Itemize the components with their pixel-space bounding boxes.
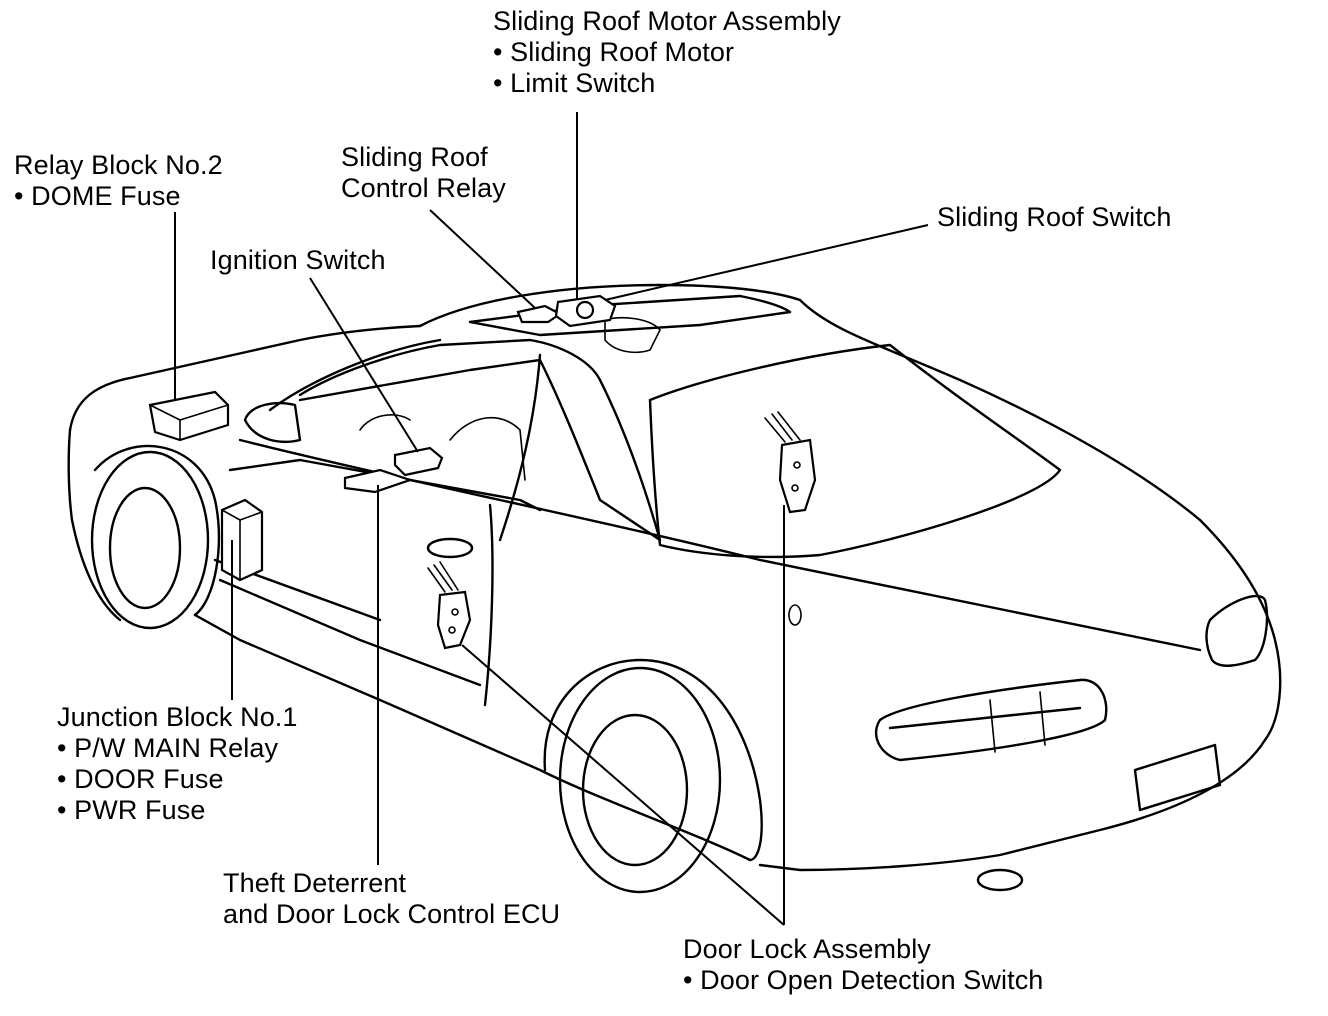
dome-fuse-item: • DOME Fuse bbox=[14, 181, 181, 211]
door-open-detection-switch-item: • Door Open Detection Switch bbox=[683, 965, 1044, 995]
pw-main-relay-item: • P/W MAIN Relay bbox=[57, 733, 279, 763]
sliding-roof-control-relay-label: Sliding Roof Control Relay bbox=[341, 142, 506, 204]
sliding-roof-switch-label: Sliding Roof Switch bbox=[937, 202, 1172, 233]
door-lock-assembly-front-part bbox=[427, 561, 472, 650]
door-lock-assembly-label: Door Lock Assembly • Door Open Detection… bbox=[683, 934, 1043, 996]
control-relay-line-2: Control Relay bbox=[341, 173, 506, 203]
relay-block-no2-label: Relay Block No.2 • DOME Fuse bbox=[14, 150, 223, 212]
junction-block-no1-part bbox=[220, 498, 264, 582]
ignition-switch-title: Ignition Switch bbox=[210, 245, 386, 275]
theft-deterrent-ecu-label: Theft Deterrent and Door Lock Control EC… bbox=[223, 868, 560, 930]
control-relay-line-1: Sliding Roof bbox=[341, 142, 488, 172]
pwr-fuse-item: • PWR Fuse bbox=[57, 795, 206, 825]
sliding-roof-control-relay-part bbox=[516, 304, 563, 324]
theft-deterrent-ecu-part bbox=[343, 468, 414, 494]
leader-lines bbox=[174, 112, 929, 926]
door-fuse-item: • DOOR Fuse bbox=[57, 764, 224, 794]
junction-block-no1-title: Junction Block No.1 bbox=[57, 702, 298, 732]
door-lock-assembly-title: Door Lock Assembly bbox=[683, 934, 931, 964]
ignition-switch-label: Ignition Switch bbox=[210, 245, 386, 276]
door-lock-assembly-rear-part bbox=[764, 411, 817, 514]
ignition-switch-part bbox=[393, 446, 444, 477]
theft-ecu-line-1: Theft Deterrent bbox=[223, 868, 407, 898]
sliding-roof-switch-title: Sliding Roof Switch bbox=[937, 202, 1172, 232]
sliding-roof-motor-assembly-title: Sliding Roof Motor Assembly bbox=[493, 6, 841, 36]
relay-block-no2-part bbox=[148, 390, 230, 442]
limit-switch-item: • Limit Switch bbox=[493, 68, 656, 98]
relay-block-no2-title: Relay Block No.2 bbox=[14, 150, 223, 180]
junction-block-no1-label: Junction Block No.1 • P/W MAIN Relay • D… bbox=[57, 702, 298, 826]
sliding-roof-motor-item: • Sliding Roof Motor bbox=[493, 37, 735, 67]
car-body-outline bbox=[67, 283, 1282, 894]
sliding-roof-motor-assembly-label: Sliding Roof Motor Assembly • Sliding Ro… bbox=[493, 6, 841, 99]
theft-ecu-line-2: and Door Lock Control ECU bbox=[223, 899, 561, 929]
sliding-roof-motor-part bbox=[554, 294, 617, 328]
